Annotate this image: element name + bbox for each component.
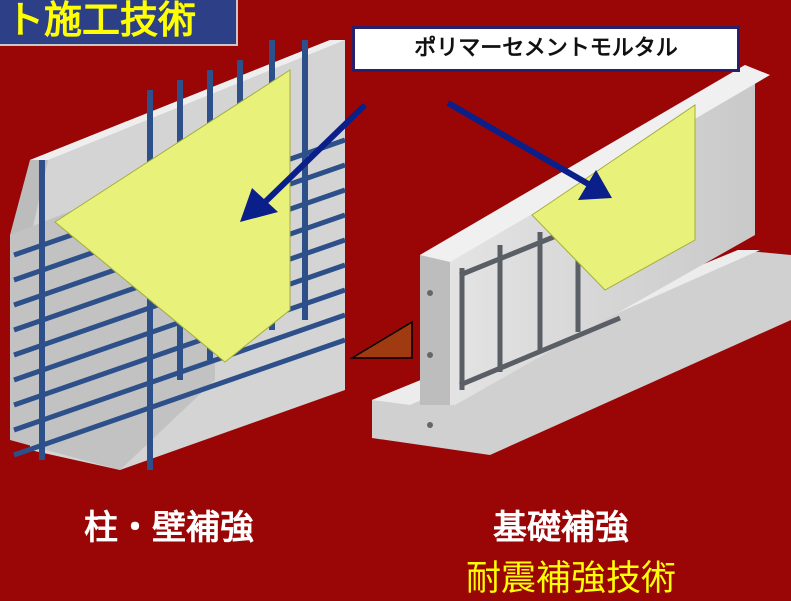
mortar-layer bbox=[531, 104, 696, 291]
anchor-dots bbox=[427, 290, 433, 428]
mortar-callout: ポリマーセメントモルタル bbox=[352, 26, 740, 72]
column-wall-label: 柱・壁補強 bbox=[84, 508, 254, 548]
callout-label: ポリマーセメントモルタル bbox=[414, 36, 678, 61]
arrow-left bbox=[259, 102, 368, 208]
callout-arrows bbox=[240, 100, 612, 222]
mortar-layer bbox=[54, 69, 291, 363]
foundation-label: 基礎補強 bbox=[493, 508, 629, 548]
arrow-right bbox=[446, 100, 592, 188]
seismic-technology-label: 耐震補強技術 bbox=[466, 559, 677, 599]
stem-wall-side bbox=[420, 255, 450, 405]
arrow-right-head bbox=[578, 170, 612, 200]
wall-side bbox=[10, 160, 48, 240]
footing-base bbox=[372, 250, 791, 455]
wedge-marker bbox=[349, 320, 413, 359]
banner-title: ト施工技術 bbox=[6, 0, 197, 42]
title-banner: ト施工技術 bbox=[0, 0, 238, 46]
foundation-diagram bbox=[349, 65, 791, 455]
column-wall-diagram bbox=[10, 40, 346, 470]
wall-top-edge bbox=[30, 40, 345, 160]
arrow-left-head bbox=[240, 188, 278, 222]
